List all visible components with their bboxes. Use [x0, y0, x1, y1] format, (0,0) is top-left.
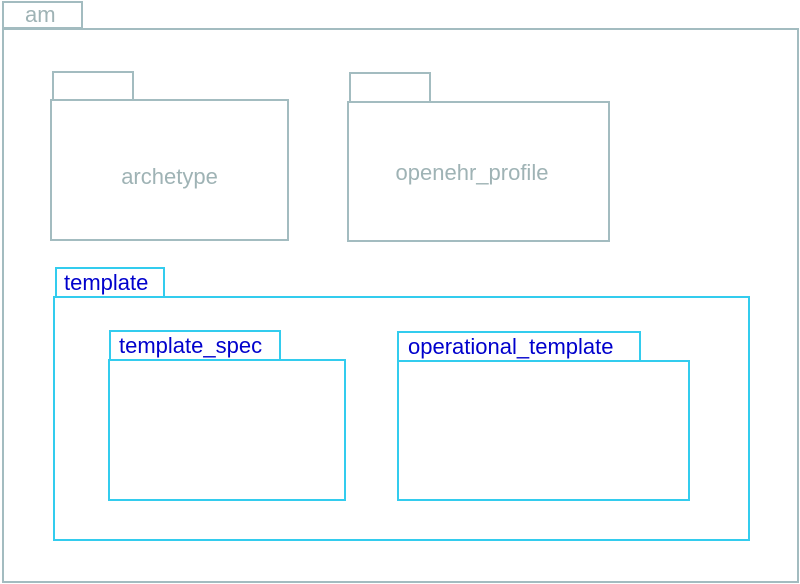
package-operational-template-label: operational_template — [408, 334, 614, 359]
package-archetype-label: archetype — [121, 164, 218, 189]
package-openehr-profile-label: openehr_profile — [395, 160, 549, 185]
package-openehr-profile-tab[interactable] — [349, 72, 431, 103]
package-template-spec-label: template_spec — [119, 333, 263, 358]
package-am-tab[interactable] — [2, 1, 83, 29]
package-archetype-body[interactable] — [50, 99, 289, 241]
package-openehr-profile-body[interactable] — [347, 101, 610, 242]
package-template-spec-body[interactable] — [108, 359, 346, 501]
package-am-label: am — [25, 2, 56, 27]
package-template-label: template — [64, 270, 149, 295]
package-operational-template-body[interactable] — [397, 360, 690, 501]
package-archetype-tab[interactable] — [52, 71, 134, 101]
package-template-tab[interactable] — [55, 267, 165, 298]
package-template-spec-tab[interactable] — [109, 330, 281, 361]
package-operational-template-tab[interactable] — [397, 331, 641, 362]
